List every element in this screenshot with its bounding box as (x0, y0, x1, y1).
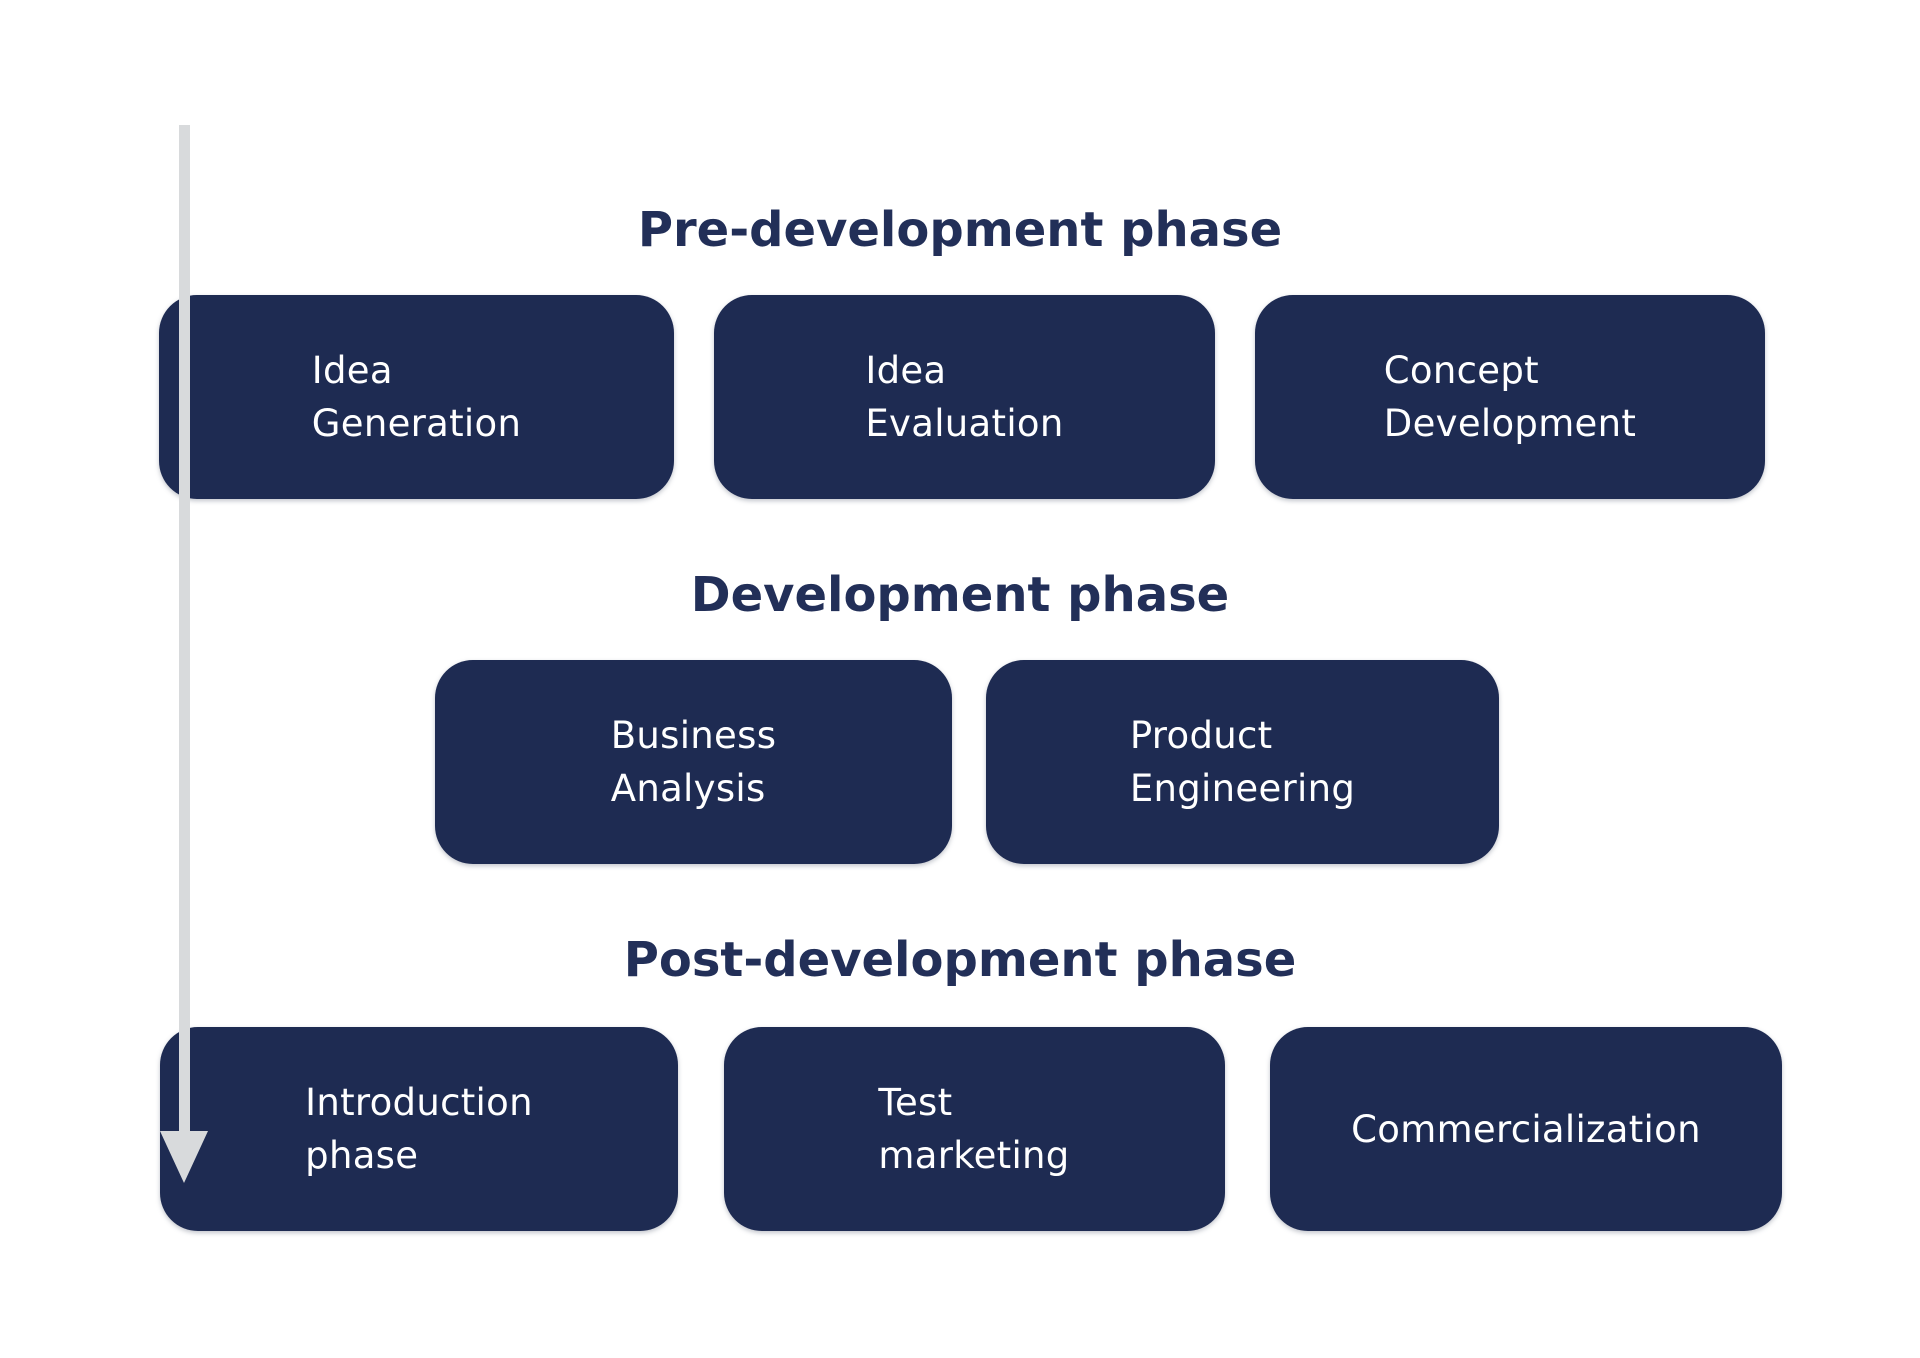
box-idea-generation: Idea Generation (159, 295, 674, 499)
box-label-introduction-phase: Introduction phase (305, 1081, 533, 1177)
box-business-analysis: Business Analysis (435, 660, 952, 864)
box-test-marketing: Test marketing (723, 1027, 1225, 1231)
box-label-idea-generation: Idea Generation (311, 349, 522, 445)
box-label-commercialization: Commercialization (1351, 1107, 1701, 1151)
timeline-arrow-line (179, 125, 190, 1138)
phase-row-pre-development: Idea Generation Idea Evaluation Concept … (159, 295, 1765, 499)
box-label-test-marketing: Test marketing (878, 1081, 1070, 1177)
box-idea-evaluation: Idea Evaluation (714, 295, 1215, 499)
box-product-engineering: Product Engineering (986, 660, 1499, 864)
box-label-concept-development: Concept Development (1383, 349, 1637, 445)
box-introduction-phase: Introduction phase (160, 1027, 678, 1231)
phase-title-pre-development: Pre-development phase (637, 202, 1283, 258)
phase-title-post-development: Post-development phase (623, 932, 1297, 988)
box-commercialization: Commercialization (1270, 1027, 1782, 1231)
arrow-down-icon (160, 1131, 208, 1183)
phase-row-development: Business Analysis Product Engineering (435, 660, 1499, 864)
phase-row-post-development: Introduction phase Test marketing Commer… (160, 1027, 1782, 1231)
box-label-idea-evaluation: Idea Evaluation (865, 349, 1064, 445)
box-concept-development: Concept Development (1255, 295, 1765, 499)
phase-title-development: Development phase (690, 567, 1230, 623)
box-label-product-engineering: Product Engineering (1129, 714, 1356, 810)
box-label-business-analysis: Business Analysis (610, 714, 777, 810)
